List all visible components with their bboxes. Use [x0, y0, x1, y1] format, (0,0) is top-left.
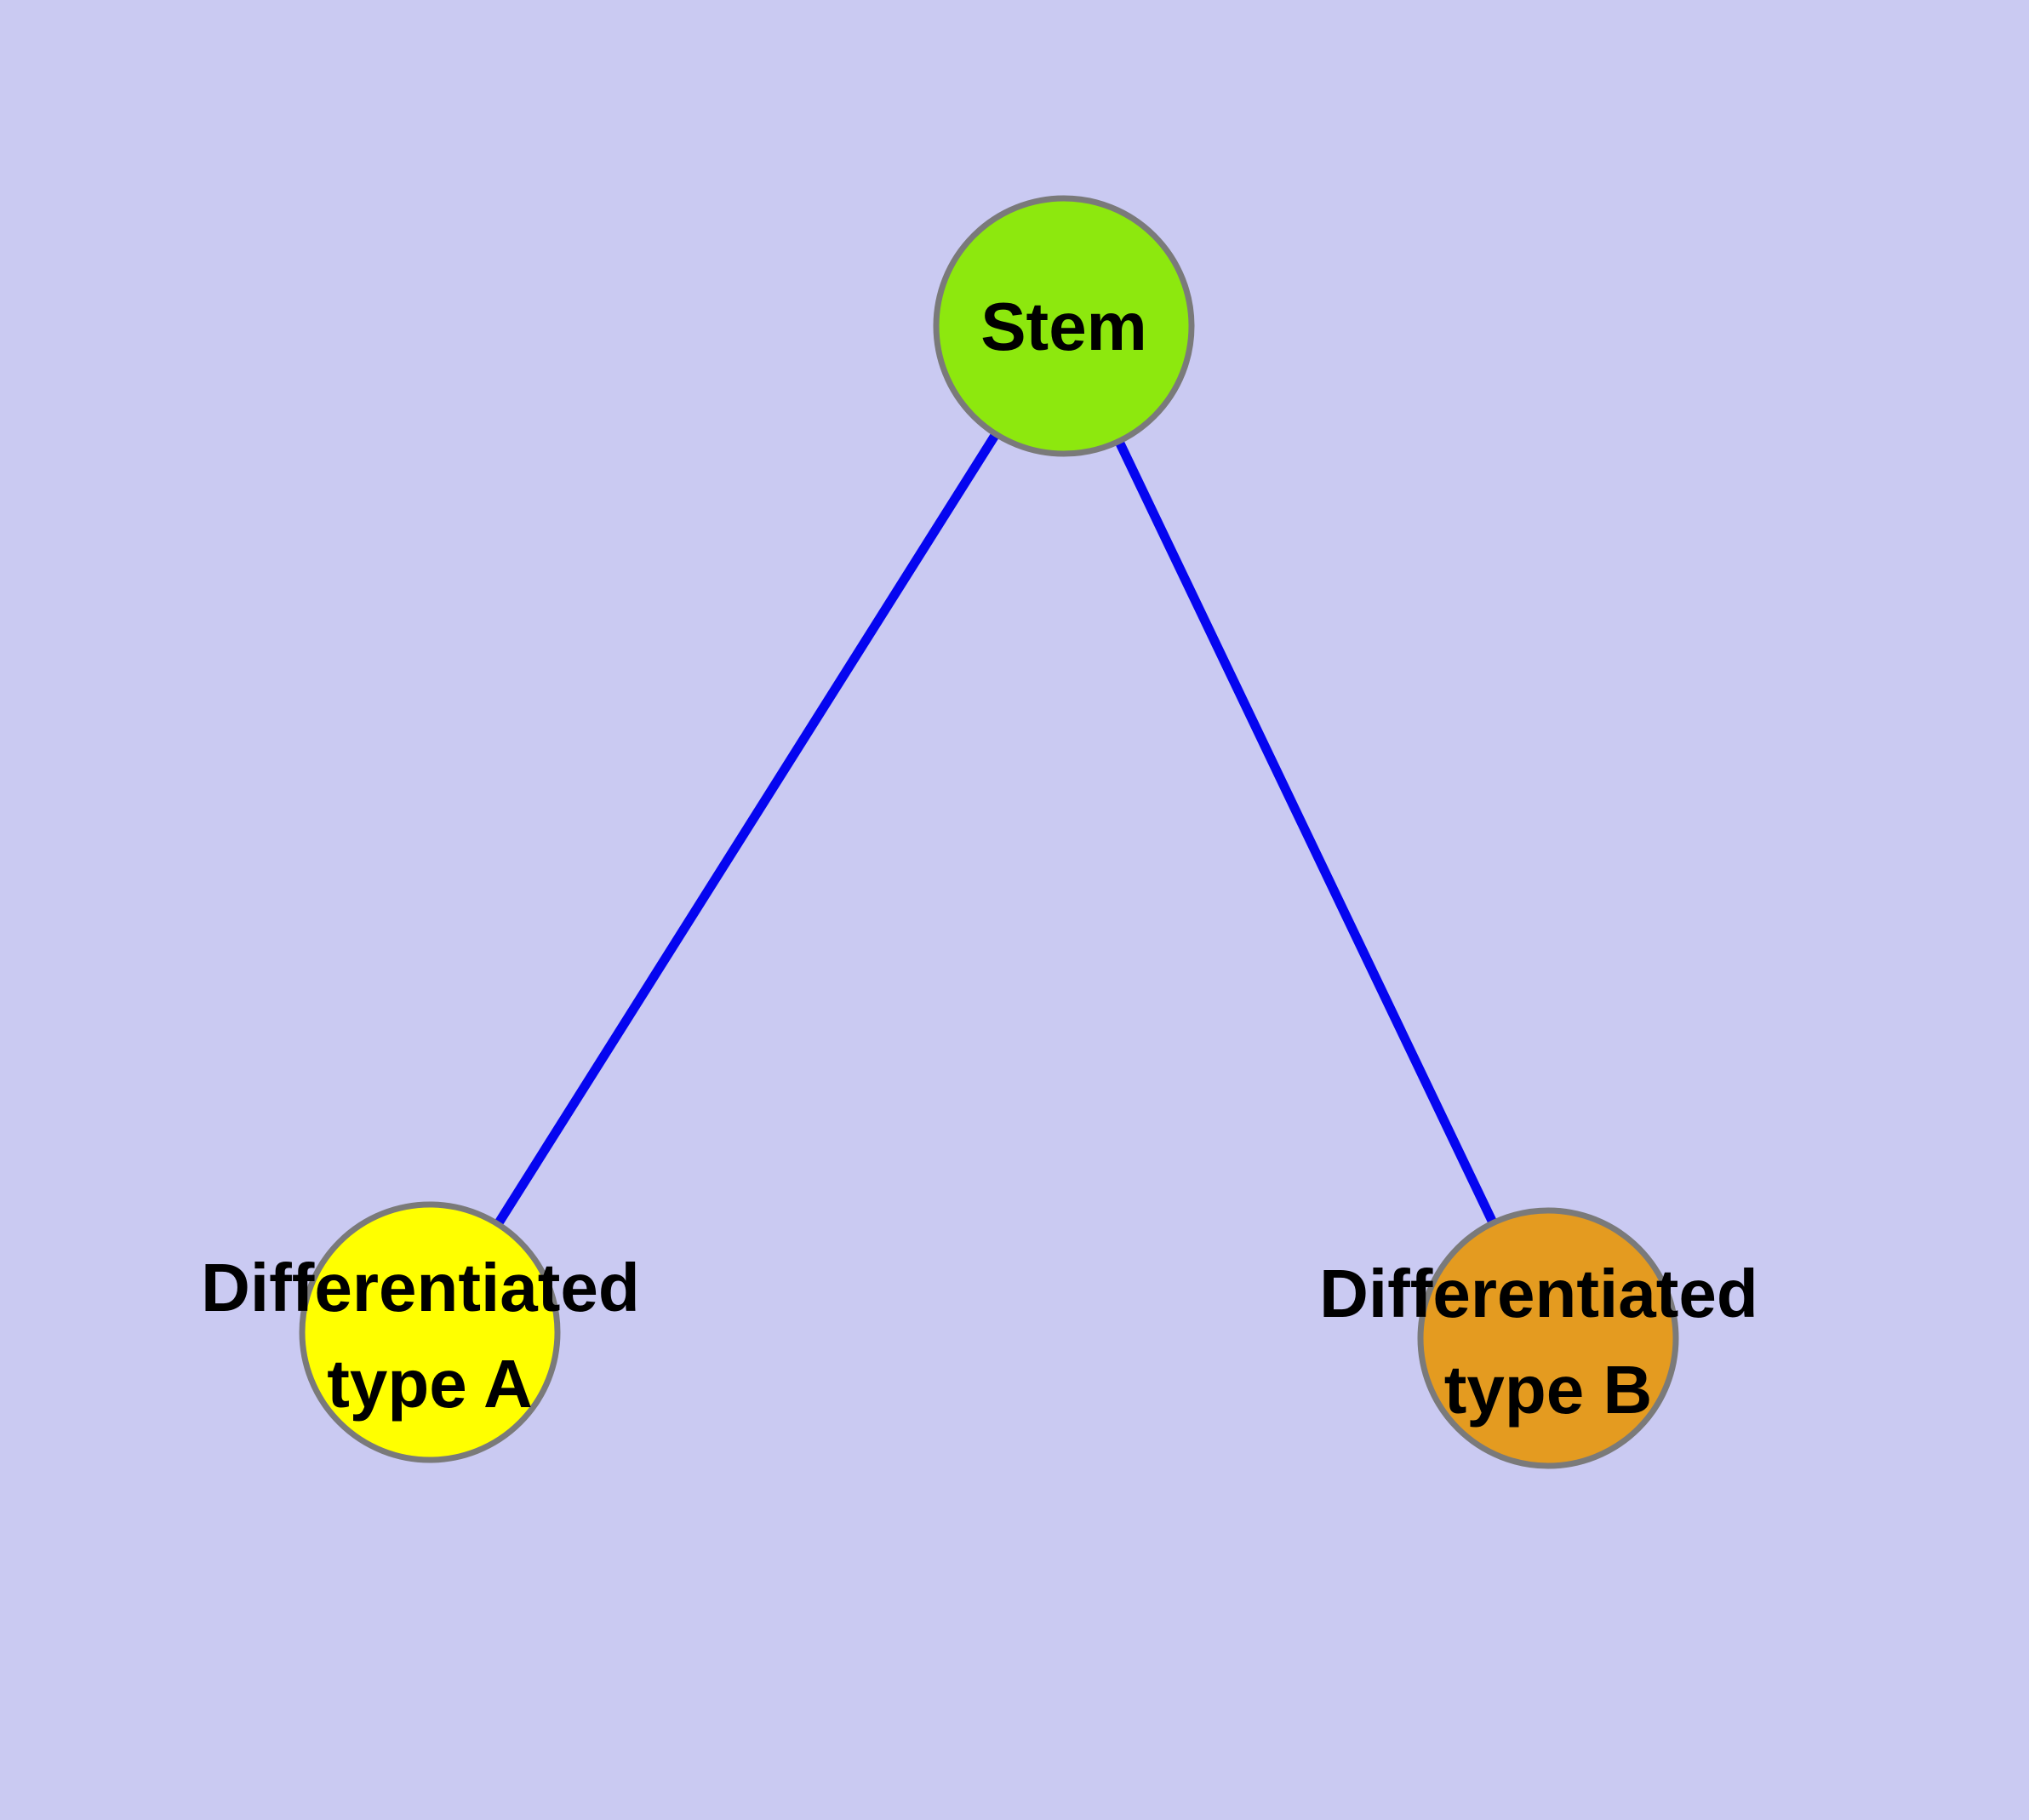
node-stem-label: Stem: [980, 289, 1147, 364]
node-type-a-label: Differentiated type A: [201, 1250, 659, 1422]
node-type-a-label-line2: type A: [327, 1346, 533, 1422]
node-type-a-label-line1: Differentiated: [201, 1250, 640, 1325]
edge-stem-to-type-a: [426, 323, 1068, 1335]
node-type-b-label: Differentiated type B: [1319, 1256, 1777, 1428]
edge-stem-to-type-b: [1060, 323, 1552, 1341]
node-type-b-label-line1: Differentiated: [1319, 1256, 1758, 1331]
node-type-b-label-line2: type B: [1444, 1352, 1653, 1428]
node-differentiated-type-a: [299, 1201, 561, 1463]
node-stem: [933, 195, 1195, 457]
node-differentiated-type-b: [1417, 1207, 1679, 1469]
